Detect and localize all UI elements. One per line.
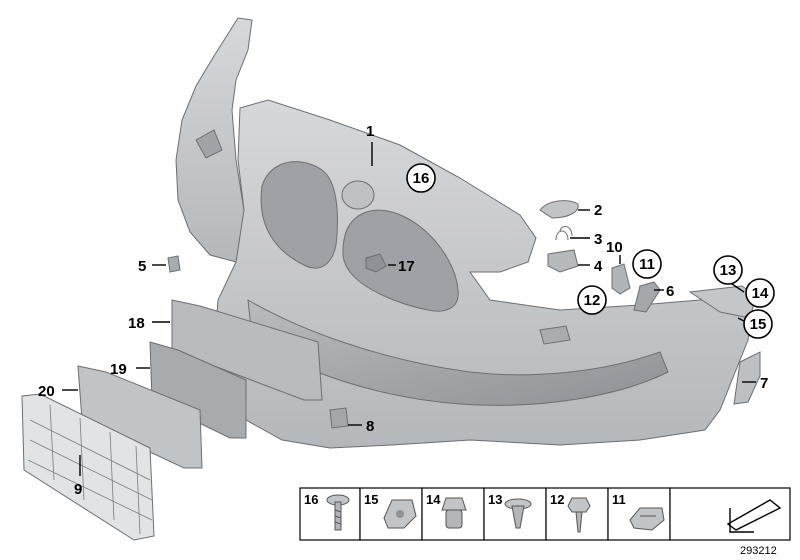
hex-screw-icon bbox=[567, 497, 591, 533]
part-10-holder bbox=[611, 263, 631, 295]
callout-10: 10 bbox=[606, 239, 623, 256]
callout-11-circle: 11 bbox=[632, 249, 662, 279]
side-brake-duct bbox=[195, 129, 223, 159]
callout-16: 16 bbox=[413, 170, 430, 187]
kidney-grille-opening-right bbox=[342, 209, 459, 312]
lower-air-intake bbox=[247, 299, 669, 406]
legend-label-14: 14 bbox=[426, 492, 441, 507]
push-rivet-icon bbox=[504, 498, 532, 529]
callout-2: 2 bbox=[594, 202, 602, 219]
callout-9: 9 bbox=[74, 481, 82, 498]
spring-clip-icon bbox=[629, 507, 665, 531]
legend-cell-12 bbox=[545, 487, 609, 541]
legend-label-13: 13 bbox=[488, 492, 502, 507]
part-9-mesh-grille bbox=[21, 393, 155, 541]
part-17-bracket bbox=[365, 253, 387, 273]
legend-label-11: 11 bbox=[612, 492, 626, 507]
legend-label-15: 15 bbox=[364, 492, 378, 507]
callout-7: 7 bbox=[760, 375, 768, 392]
callout-18: 18 bbox=[128, 315, 145, 332]
kidney-grille-opening-left bbox=[260, 161, 338, 269]
legend-label-16: 16 bbox=[304, 492, 318, 507]
callout-4: 4 bbox=[594, 258, 603, 275]
part-5-cap bbox=[167, 255, 181, 273]
callout-14: 14 bbox=[752, 285, 769, 302]
clip-nut-icon bbox=[383, 499, 417, 529]
callout-8: 8 bbox=[366, 418, 374, 435]
part-7-reflector bbox=[733, 351, 761, 405]
part-4-bracket bbox=[547, 249, 579, 273]
callout-6: 6 bbox=[666, 283, 674, 300]
callout-15: 15 bbox=[750, 316, 767, 333]
callout-19: 19 bbox=[110, 361, 127, 378]
callout-1: 1 bbox=[366, 123, 374, 140]
callout-20: 20 bbox=[38, 383, 55, 400]
legend-label-12: 12 bbox=[550, 492, 564, 507]
expanding-rivet-icon bbox=[441, 497, 467, 529]
part-2-cover bbox=[539, 200, 579, 219]
screw-washer-icon bbox=[326, 494, 350, 531]
callout-14-circle: 14 bbox=[745, 278, 775, 308]
callout-16-circle: 16 bbox=[406, 163, 436, 193]
diagram-id: 293212 bbox=[740, 545, 777, 557]
fastener-legend: 16 15 14 13 12 11 bbox=[299, 487, 791, 541]
bumper-trim-panel bbox=[175, 17, 757, 449]
callout-12: 12 bbox=[584, 292, 601, 309]
part-3-clip bbox=[555, 226, 573, 241]
side-vent-recess bbox=[539, 325, 571, 345]
bumper-right-wing bbox=[688, 285, 757, 319]
callout-15-circle: 15 bbox=[743, 309, 773, 339]
callout-12-circle: 12 bbox=[577, 285, 607, 315]
callout-3: 3 bbox=[594, 231, 602, 248]
callout-5: 5 bbox=[138, 258, 146, 275]
callout-13-circle: 13 bbox=[713, 255, 743, 285]
callout-13: 13 bbox=[720, 262, 737, 279]
tow-hook-cover bbox=[341, 180, 375, 210]
direction-arrow-icon bbox=[726, 499, 782, 533]
part-6-bracket bbox=[633, 281, 661, 313]
callout-11: 11 bbox=[639, 256, 655, 273]
part-8-clip bbox=[329, 407, 349, 429]
callout-17: 17 bbox=[398, 258, 415, 275]
leader-lines bbox=[62, 142, 756, 476]
